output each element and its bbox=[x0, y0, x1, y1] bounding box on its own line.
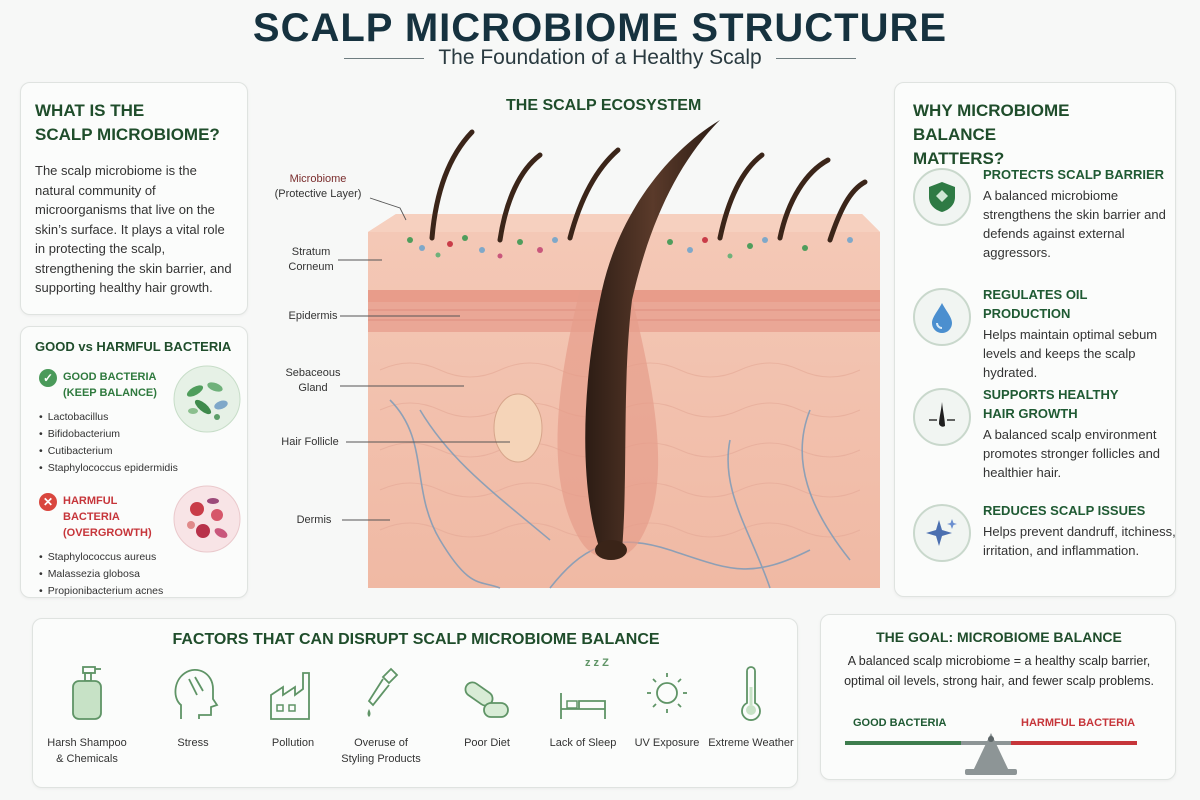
balance-scale-icon bbox=[845, 733, 1137, 775]
hair-follicle-icon bbox=[913, 388, 971, 446]
harmful-bacteria-list: Staphylococcus aureus Malassezia globosa… bbox=[39, 549, 239, 600]
subtitle-rule-left bbox=[344, 57, 425, 59]
label-dermis: Dermis bbox=[296, 514, 332, 526]
benefit-title: REGULATES OIL PRODUCTION bbox=[983, 287, 1088, 321]
scalp-cross-section-diagram: Microbiome (Protective Layer) Stratum Co… bbox=[250, 110, 890, 611]
benefit-title: PROTECTS SCALP BARRIER bbox=[983, 167, 1165, 182]
list-item: Propionibacterium acnes bbox=[39, 583, 239, 600]
list-item: Staphylococcus aureus bbox=[39, 549, 239, 566]
check-icon: ✓ bbox=[39, 369, 57, 387]
why-balance-card: WHY MICROBIOME BALANCE MATTERS? PROTECTS… bbox=[894, 82, 1176, 597]
factor-poor-diet: Poor Diet bbox=[439, 665, 535, 751]
label-hair-follicle: Hair Follicle bbox=[281, 436, 339, 448]
benefit-regulates-oil: REGULATES OIL PRODUCTION Helps maintain … bbox=[913, 285, 1177, 382]
scale-good-label: GOOD BACTERIA bbox=[853, 717, 947, 729]
what-is-title-line1: WHAT IS THE bbox=[35, 101, 145, 120]
benefit-supports-growth: SUPPORTS HEALTHY HAIR GROWTH A balanced … bbox=[913, 385, 1177, 482]
factors-title: FACTORS THAT CAN DISRUPT SCALP MICROBIOM… bbox=[172, 631, 660, 648]
shield-icon bbox=[913, 168, 971, 226]
factors-card: FACTORS THAT CAN DISRUPT SCALP MICROBIOM… bbox=[32, 618, 798, 788]
list-item: Malassezia globosa bbox=[39, 566, 239, 583]
sebaceous-gland bbox=[493, 393, 543, 463]
factor-extreme-weather: Extreme Weather bbox=[703, 665, 799, 751]
label-epidermis: Epidermis bbox=[288, 310, 338, 322]
what-is-card: WHAT IS THE SCALP MICROBIOME? The scalp … bbox=[20, 82, 248, 315]
surface-hairs bbox=[429, 129, 868, 243]
list-item: Lactobacillus bbox=[39, 409, 239, 426]
factor-lack-of-sleep: z z Z Lack of Sleep bbox=[549, 657, 617, 749]
main-hair-shaft bbox=[585, 120, 720, 550]
label-stratum-corneum: Stratum Corneum bbox=[288, 246, 334, 273]
page-subtitle: The Foundation of a Healthy Scalp bbox=[438, 46, 762, 69]
factory-icon bbox=[270, 672, 310, 720]
goal-title: THE GOAL: MICROBIOME BALANCE bbox=[876, 629, 1122, 645]
bacteria-title: GOOD vs HARMFUL BACTERIA bbox=[35, 339, 232, 354]
why-title: WHY MICROBIOME BALANCE MATTERS? bbox=[913, 101, 1070, 168]
benefit-reduces-issues: REDUCES SCALP ISSUES Helps prevent dandr… bbox=[913, 501, 1177, 562]
goal-text: A balanced scalp microbiome = a healthy … bbox=[844, 654, 1154, 688]
subtitle-row: The Foundation of a Healthy Scalp bbox=[0, 46, 1200, 70]
ecosystem-title: THE SCALP ECOSYSTEM bbox=[506, 97, 702, 114]
label-sebaceous-gland: Sebaceous Gland bbox=[285, 367, 341, 394]
dropper-icon bbox=[367, 667, 399, 717]
what-is-title-line2: SCALP MICROBIOME? bbox=[35, 125, 220, 144]
what-is-body: The scalp microbiome is the natural comm… bbox=[35, 163, 232, 295]
harmful-bacteria-group: ✕ HARMFUL BACTERIA (OVERGROWTH) Staphylo… bbox=[39, 485, 241, 600]
good-bacteria-illustration bbox=[173, 365, 241, 433]
good-bacteria-group: ✓ GOOD BACTERIA (KEEP BALANCE) Lactobaci… bbox=[39, 365, 241, 477]
blood-vessels bbox=[389, 399, 851, 589]
factor-uv-exposure: UV Exposure bbox=[619, 665, 715, 751]
list-item: Bifidobacterium bbox=[39, 426, 239, 443]
harmful-bacteria-illustration bbox=[173, 485, 241, 553]
surface-microbes bbox=[407, 235, 853, 259]
harmful-bacteria-label: HARMFUL BACTERIA (OVERGROWTH) bbox=[63, 495, 152, 539]
good-bacteria-list: Lactobacillus Bifidobacterium Cutibacter… bbox=[39, 409, 239, 477]
benefit-protects-barrier: PROTECTS SCALP BARRIER A balanced microb… bbox=[913, 165, 1177, 262]
shampoo-bottle-icon bbox=[72, 666, 102, 720]
subtitle-rule-right bbox=[775, 57, 856, 59]
stressed-head-icon bbox=[174, 668, 219, 719]
sparkle-icon bbox=[913, 504, 971, 562]
thermometer-icon bbox=[741, 666, 761, 721]
benefit-title: REDUCES SCALP ISSUES bbox=[983, 503, 1146, 518]
bed-icon bbox=[560, 693, 606, 719]
page-title: SCALP MICROBIOME STRUCTURE bbox=[252, 6, 948, 50]
benefit-text: Helps prevent dandruff, itchiness, irrit… bbox=[983, 524, 1176, 558]
factor-harsh-shampoo: Harsh Shampoo& Chemicals bbox=[39, 665, 135, 767]
goal-card: THE GOAL: MICROBIOME BALANCE A balanced … bbox=[820, 614, 1176, 780]
list-item: Staphylococcus epidermidis bbox=[39, 460, 239, 477]
pills-icon bbox=[464, 681, 509, 718]
zzz-icon: z z Z bbox=[585, 657, 609, 669]
label-microbiome: Microbiome (Protective Layer) bbox=[274, 173, 362, 200]
good-bacteria-label: GOOD BACTERIA (KEEP BALANCE) bbox=[63, 371, 157, 399]
scale-harmful-label: HARMFUL BACTERIA bbox=[1021, 717, 1136, 729]
what-is-title: WHAT IS THE SCALP MICROBIOME? bbox=[35, 99, 233, 147]
benefit-title: SUPPORTS HEALTHY HAIR GROWTH bbox=[983, 387, 1119, 421]
list-item: Cutibacterium bbox=[39, 443, 239, 460]
benefit-text: Helps maintain optimal sebum levels and … bbox=[983, 327, 1158, 380]
droplet-icon bbox=[913, 288, 971, 346]
benefit-text: A balanced microbiome strengthens the sk… bbox=[983, 188, 1166, 260]
factor-stress: Stress bbox=[145, 665, 241, 751]
factor-pollution: Pollution bbox=[245, 665, 341, 751]
leader-lines bbox=[338, 197, 510, 521]
bacteria-card: GOOD vs HARMFUL BACTERIA ✓ GOOD BACTERIA… bbox=[20, 326, 248, 598]
benefit-text: A balanced scalp environment promotes st… bbox=[983, 427, 1161, 480]
sun-icon bbox=[647, 673, 687, 713]
x-icon: ✕ bbox=[39, 493, 57, 511]
